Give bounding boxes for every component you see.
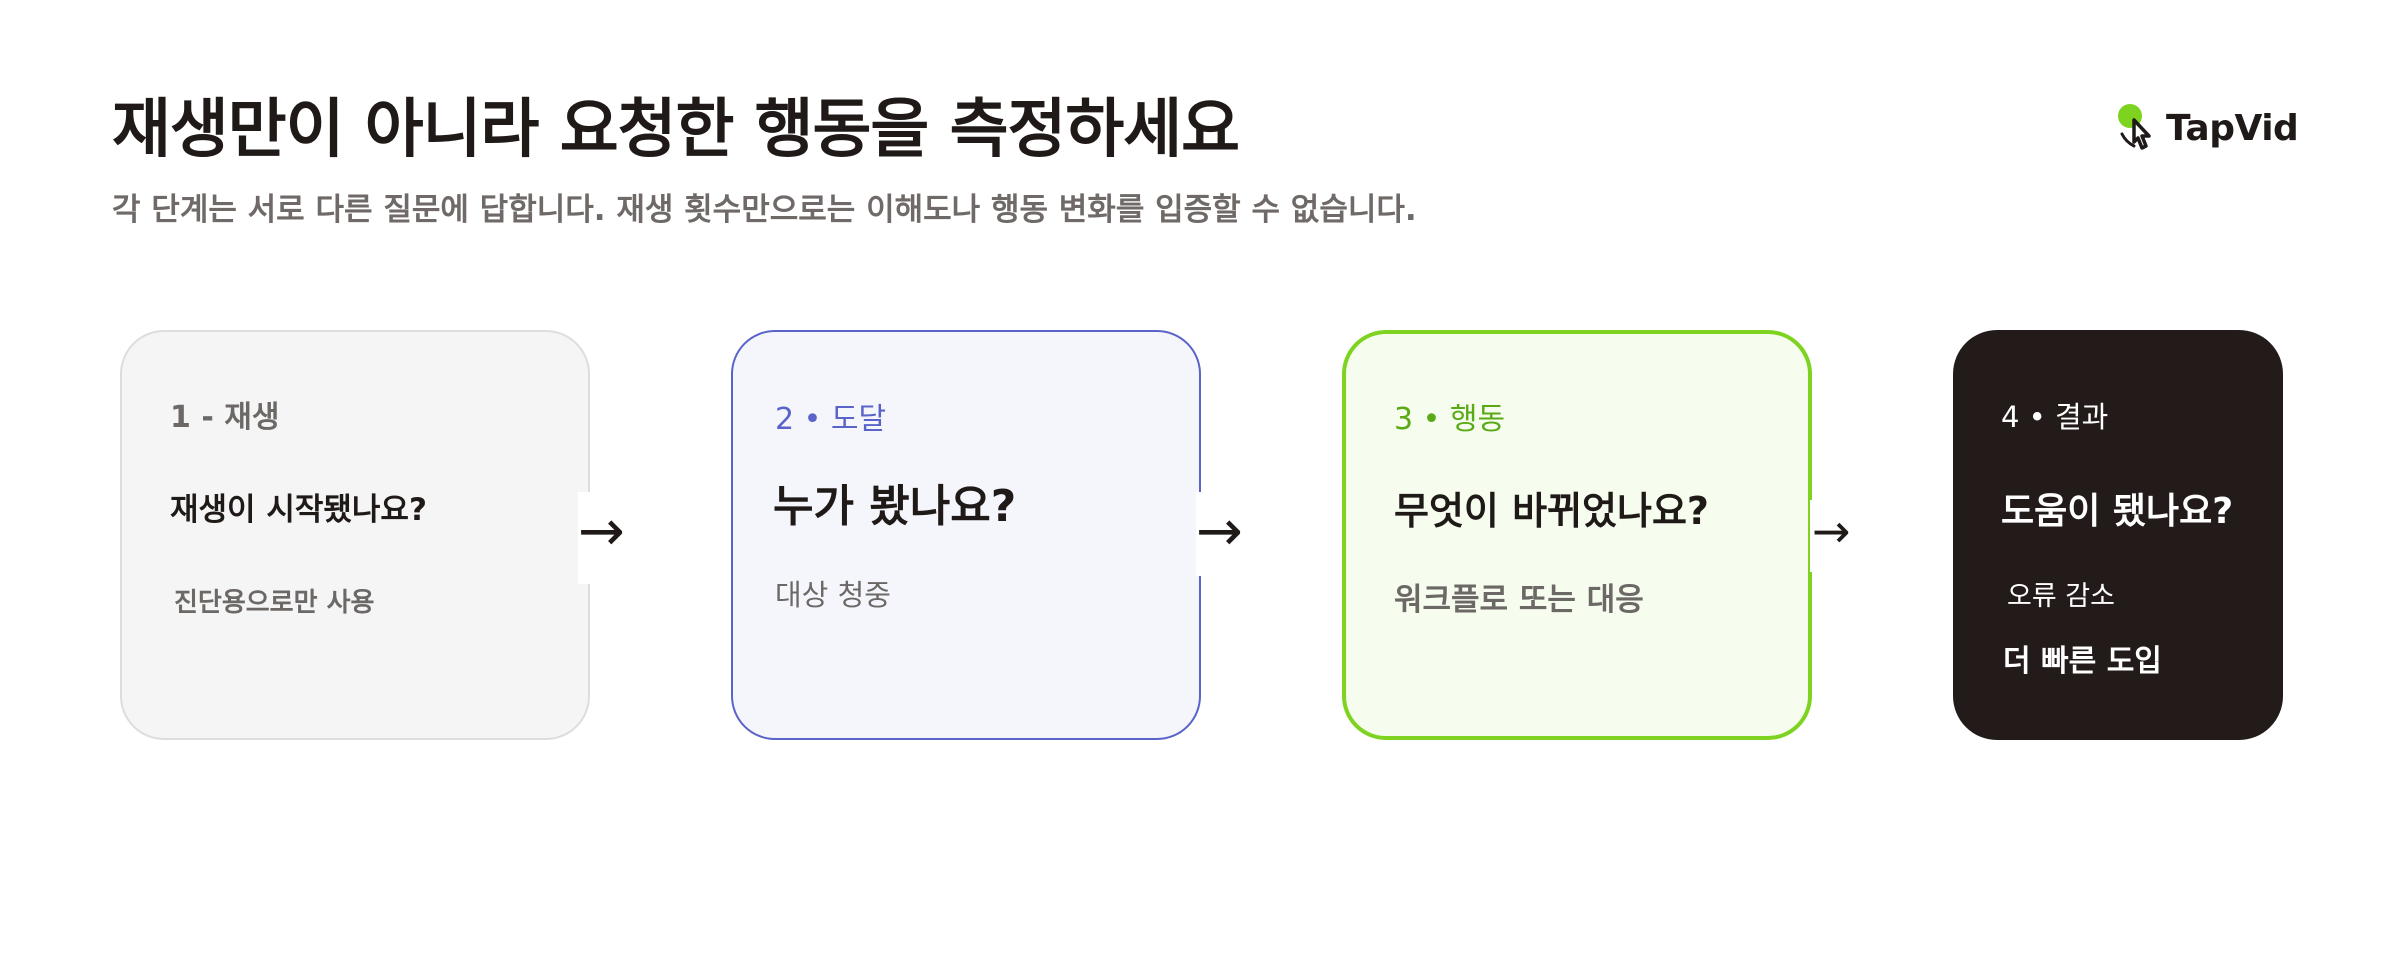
page-subtitle: 각 단계는 서로 다른 질문에 답합니다. 재생 횟수만으로는 이해도나 행동 … <box>112 192 1417 228</box>
flow-arrow-icon: → <box>1812 504 1851 558</box>
stage-label: 3 • 행동 <box>1394 402 1506 437</box>
arrow-backing <box>1810 500 1850 572</box>
flow-arrow-icon: → <box>578 499 625 564</box>
arrow-backing <box>578 492 612 584</box>
page-title: 재생만이 아니라 요청한 행동을 측정하세요 <box>112 93 1240 167</box>
stage-label: 2 • 도달 <box>775 402 887 437</box>
stage-detail-emphasis: 더 빠른 도입 <box>2003 644 2162 679</box>
stage-card-reach: 2 • 도달 누가 봤나요? 대상 청중 <box>731 330 1201 740</box>
stage-card-outcome: 4 • 결과 도움이 됐나요? 오류 감소 더 빠른 도입 <box>1953 330 2283 740</box>
stage-detail: 진단용으로만 사용 <box>174 588 375 618</box>
stage-detail: 오류 감소 <box>2007 581 2115 612</box>
flow-arrow-icon: → <box>1196 499 1243 564</box>
stage-label: 1 - 재생 <box>170 400 280 435</box>
stage-detail: 대상 청중 <box>775 578 891 612</box>
tap-hand-icon <box>2118 104 2151 150</box>
stage-question: 누가 봤나요? <box>773 481 1017 532</box>
stage-label: 4 • 결과 <box>2001 400 2109 434</box>
arrow-backing <box>1196 492 1230 576</box>
stage-card-behavior: 3 • 행동 무엇이 바뀌었나요? 워크플로 또는 대응 <box>1342 330 1812 740</box>
stage-question: 재생이 시작됐나요? <box>170 492 427 528</box>
stage-question: 무엇이 바뀌었나요? <box>1394 489 1709 533</box>
stage-card-playback: 1 - 재생 재생이 시작됐나요? 진단용으로만 사용 <box>120 330 590 740</box>
brand-logo: TapVid <box>2112 98 2312 158</box>
stage-question: 도움이 됐나요? <box>2001 491 2234 532</box>
brand-name: TapVid <box>2166 107 2299 149</box>
stage-detail: 워크플로 또는 대응 <box>1394 582 1644 618</box>
